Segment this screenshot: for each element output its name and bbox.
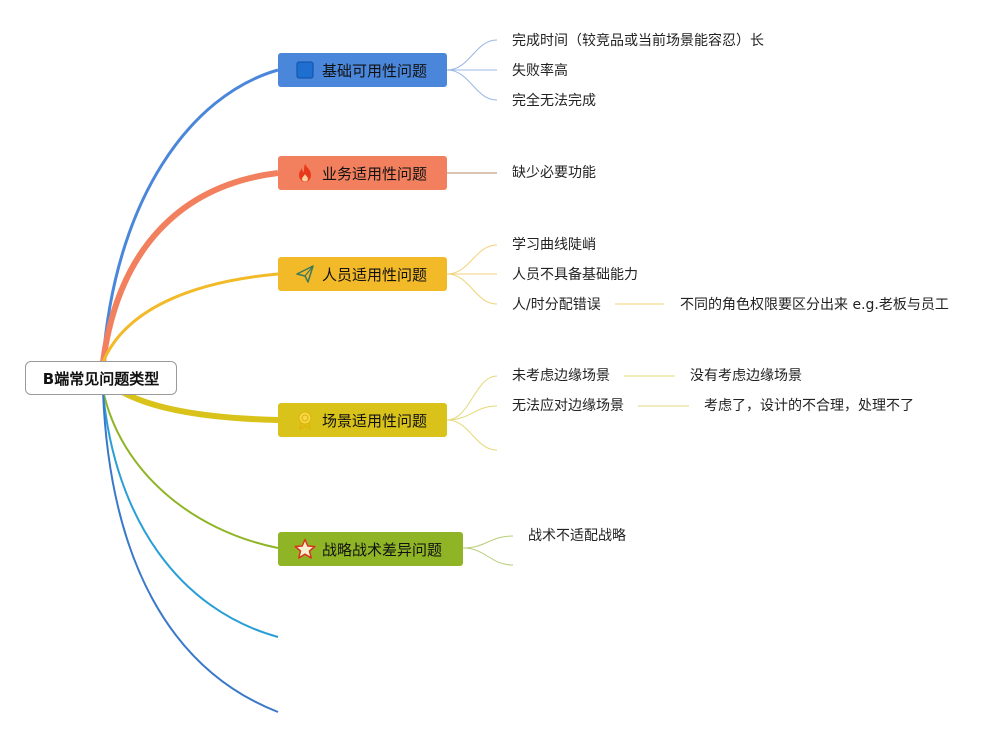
root-node[interactable]: B端常见问题类型 — [25, 361, 177, 395]
leaf-business-1[interactable]: 缺少必要功能 — [512, 165, 596, 181]
leaf-people-1[interactable]: 学习曲线陡峭 — [512, 237, 596, 253]
root-title: B端常见问题类型 — [42, 369, 160, 388]
node-basic[interactable]: 基础可用性问题 — [278, 53, 447, 87]
node-people[interactable]: 人员适用性问题 — [278, 257, 447, 291]
leaf-scene-2[interactable]: 无法应对边缘场景 — [512, 398, 624, 414]
leaf-line-scene-2 — [446, 405, 498, 421]
star-icon — [294, 538, 316, 560]
leaf-line-scene-3 — [446, 419, 498, 451]
node-basic-title: 基础可用性问题 — [322, 61, 428, 80]
leaf-basic-2[interactable]: 失败率高 — [512, 63, 568, 79]
branch-line-empty-1 — [102, 391, 279, 638]
leaf-line-strategy-1 — [462, 535, 514, 549]
leaf-line-basic-1 — [446, 39, 498, 71]
leaf-strategy-1[interactable]: 战术不适配战略 — [528, 528, 626, 544]
leaf-line-people-1 — [446, 244, 498, 275]
flame-icon — [294, 162, 316, 184]
branch-line-people — [101, 272, 279, 363]
branch-line-business — [100, 170, 279, 363]
leaf-people-3[interactable]: 人/时分配错误 — [512, 297, 601, 313]
leaf-line-scene-1 — [446, 375, 498, 421]
sub-people-3[interactable]: 不同的角色权限要区分出来 e.g.老板与员工 — [680, 297, 949, 313]
branch-line-empty-2 — [102, 391, 279, 713]
leaf-line-basic-3 — [446, 69, 498, 101]
node-strategy-title: 战略战术差异问题 — [322, 540, 443, 559]
leaf-basic-3[interactable]: 完全无法完成 — [512, 93, 596, 109]
node-strategy[interactable]: 战略战术差异问题 — [278, 532, 463, 566]
node-business[interactable]: 业务适用性问题 — [278, 156, 447, 190]
leaf-line-strategy-2 — [462, 547, 514, 566]
square-icon — [294, 59, 316, 81]
node-scene-title: 场景适用性问题 — [322, 411, 428, 430]
paper-plane-icon — [294, 263, 316, 285]
branch-line-strategy — [102, 389, 279, 549]
badge-icon — [294, 409, 316, 431]
leaf-scene-1[interactable]: 未考虑边缘场景 — [512, 368, 610, 384]
leaf-people-2[interactable]: 人员不具备基础能力 — [512, 267, 638, 283]
node-scene[interactable]: 场景适用性问题 — [278, 403, 447, 437]
sub-scene-2[interactable]: 考虑了，设计的不合理，处理不了 — [704, 398, 914, 414]
leaf-line-people-3 — [446, 273, 498, 305]
node-people-title: 人员适用性问题 — [322, 265, 428, 284]
sub-scene-1[interactable]: 没有考虑边缘场景 — [690, 368, 802, 384]
node-business-title: 业务适用性问题 — [322, 164, 428, 183]
branch-line-basic — [101, 68, 279, 363]
leaf-basic-1[interactable]: 完成时间（较竞品或当前场景能容忍）长 — [512, 33, 764, 49]
